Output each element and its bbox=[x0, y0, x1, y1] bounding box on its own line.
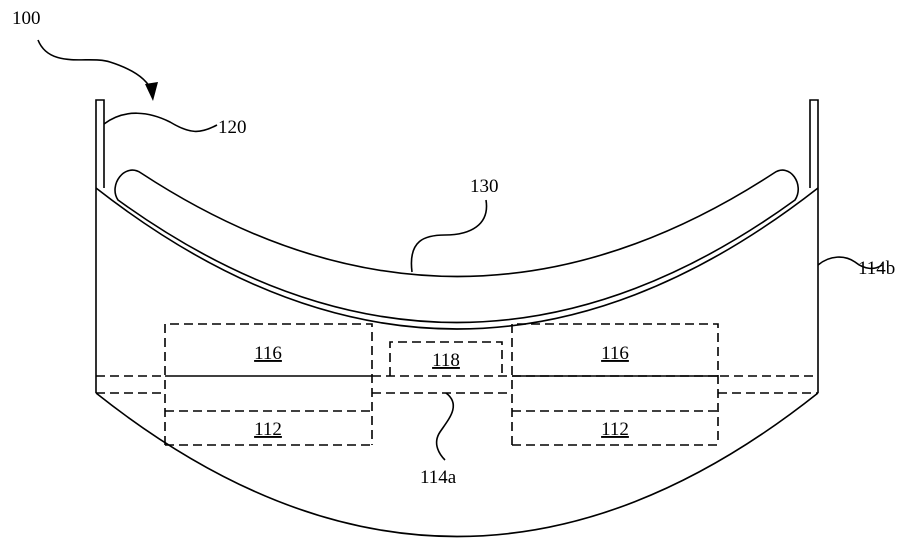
arrow-head-icon bbox=[145, 82, 158, 101]
component-112-right-box bbox=[512, 410, 718, 446]
housing-bottom-curve bbox=[95, 392, 819, 538]
component-116-right-box bbox=[511, 323, 719, 445]
label-130: 130 bbox=[470, 176, 499, 197]
right-frame-post bbox=[809, 99, 819, 393]
label-116-right: 116 bbox=[601, 343, 629, 364]
leader-114b bbox=[817, 256, 883, 270]
device-arrow bbox=[37, 39, 153, 93]
component-112-left-box bbox=[165, 410, 372, 446]
label-120: 120 bbox=[218, 117, 247, 138]
label-114b: 114b bbox=[858, 258, 895, 279]
label-112-left: 112 bbox=[254, 419, 282, 440]
label-116-left: 116 bbox=[254, 343, 282, 364]
component-118-box bbox=[389, 341, 503, 376]
left-frame-post bbox=[95, 99, 105, 393]
leader-114a bbox=[435, 392, 455, 461]
label-100: 100 bbox=[12, 8, 41, 29]
housing-top-curve bbox=[95, 187, 819, 330]
lens-130 bbox=[114, 169, 800, 324]
label-112-right: 112 bbox=[601, 419, 629, 440]
label-114a: 114a bbox=[420, 467, 457, 488]
label-118: 118 bbox=[432, 350, 460, 371]
component-116-left-box bbox=[164, 323, 373, 445]
leader-120 bbox=[103, 112, 218, 133]
leader-130 bbox=[410, 199, 488, 273]
